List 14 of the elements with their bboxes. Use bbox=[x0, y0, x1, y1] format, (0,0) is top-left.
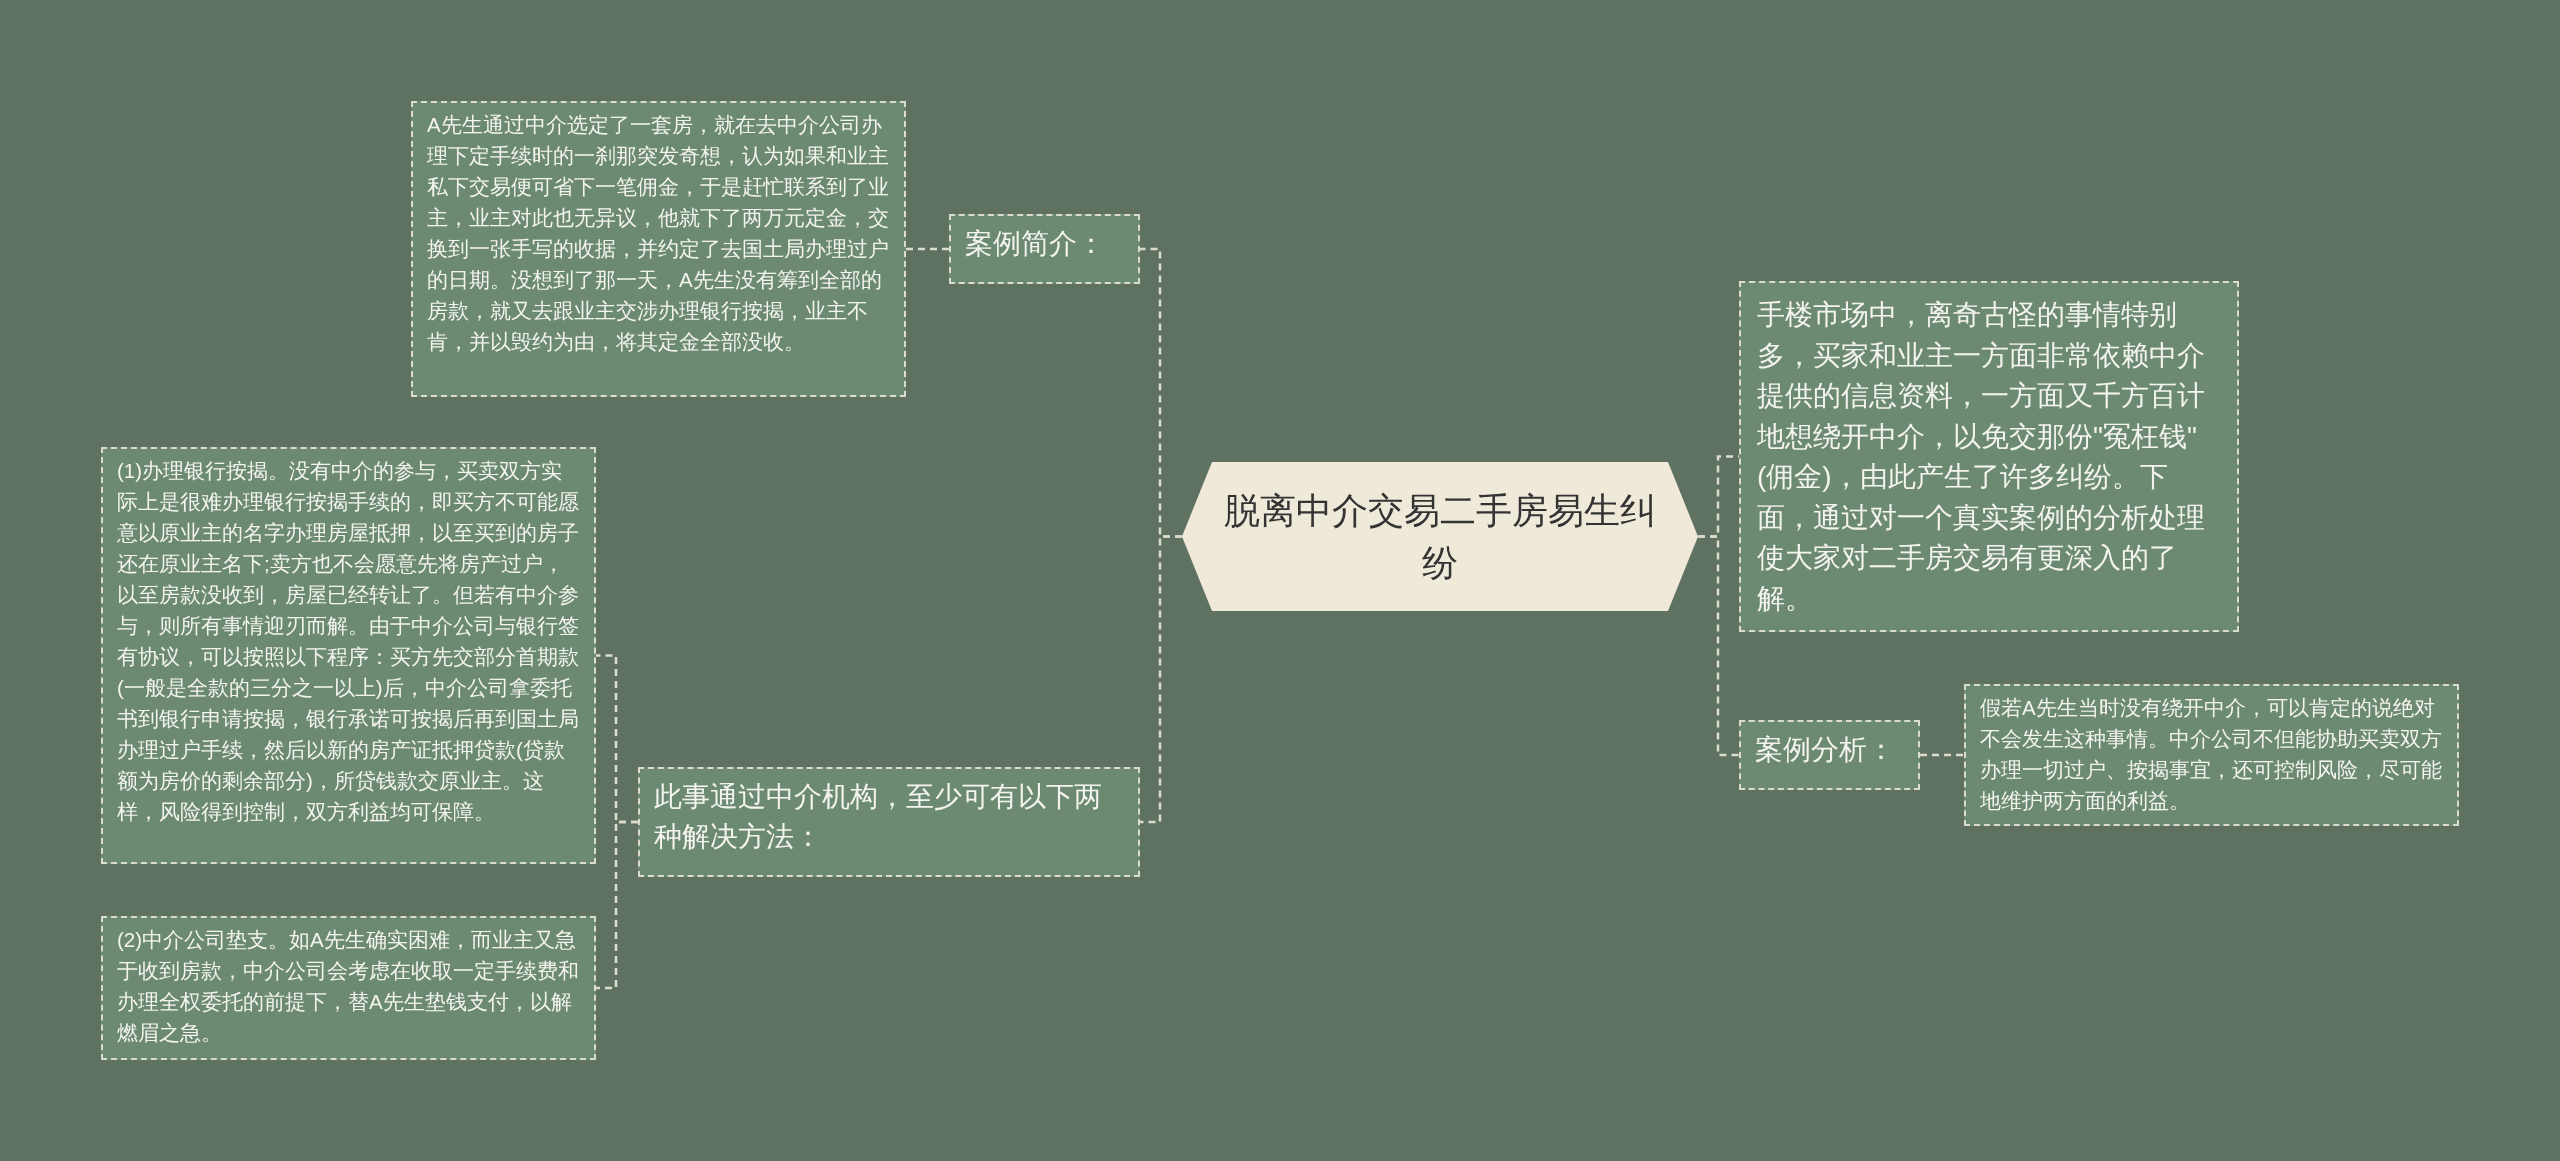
detail-box: A先生通过中介选定了一套房，就在去中介公司办理下定手续时的一刹那突发奇想，认为如果和业主私下交易便可省下一笔佣金，于是赶忙联系到了业主，业主对此也无异议，他就下了两万元定金，交换到一张手写的收据，并约定了去国土局办理过户的日期。没想到了那一天，A先生没有筹到全部的房款，就又去跟业主交涉办理银行按揭，业主不肯，并以毁约为由，将其定金全部没收。 bbox=[411, 101, 906, 397]
branch-box: 案例分析： bbox=[1739, 720, 1920, 790]
detail-box: 假若A先生当时没有绕开中介，可以肯定的说绝对不会发生这种事情。中介公司不但能协助买卖双方办理一切过户、按揭事宜，还可控制风险，尽可能地维护两方面的利益。 bbox=[1964, 684, 2459, 826]
branch-box: 此事通过中介机构，至少可有以下两种解决方法： bbox=[638, 767, 1140, 877]
detail-box: (2)中介公司垫支。如A先生确实困难，而业主又急于收到房款，中介公司会考虑在收取一定手续费和办理全权委托的前提下，替A先生垫钱支付，以解燃眉之急。 bbox=[101, 916, 596, 1060]
connector-line bbox=[1698, 535, 1739, 757]
connector-line bbox=[906, 247, 949, 251]
detail-box: 手楼市场中，离奇古怪的事情特别多，买家和业主一方面非常依赖中介提供的信息资料，一方面又千方百计地想绕开中介，以免交那份"冤枉钱"(佣金)，由此产生了许多纠纷。下面，通过对一个真实案例的分析处理使大家对二手房交易有更深入的了解。 bbox=[1739, 281, 2239, 632]
connector-line bbox=[596, 820, 638, 990]
topic-hexagon: 脱离中介交易二手房易生纠纷 bbox=[1182, 462, 1698, 611]
connector-line bbox=[1920, 753, 1964, 757]
connector-line bbox=[1140, 535, 1182, 824]
branch-box: 案例简介： bbox=[949, 214, 1140, 284]
detail-box: (1)办理银行按揭。没有中介的参与，买卖双方实际上是很难办理银行按揭手续的，即买方不可能愿意以原业主的名字办理房屋抵押，以至买到的房子还在原业主名下;卖方也不会愿意先将房产过户，以至房款没收到，房屋已经转让了。但若有中介参与，则所有事情迎刃而解。由于中介公司与银行签有协议，可以按照以下程序：买方先交部分首期款(一般是全款的三分之一以上)后，中介公司拿委托书到银行申请按揭，银行承诺可按揭后再到国土局办理过户手续，然后以新的房产证抵押贷款(贷款额为房价的剩余部分)，所贷钱款交原业主。这样，风险得到控制，双方利益均可保障。 bbox=[101, 447, 596, 864]
